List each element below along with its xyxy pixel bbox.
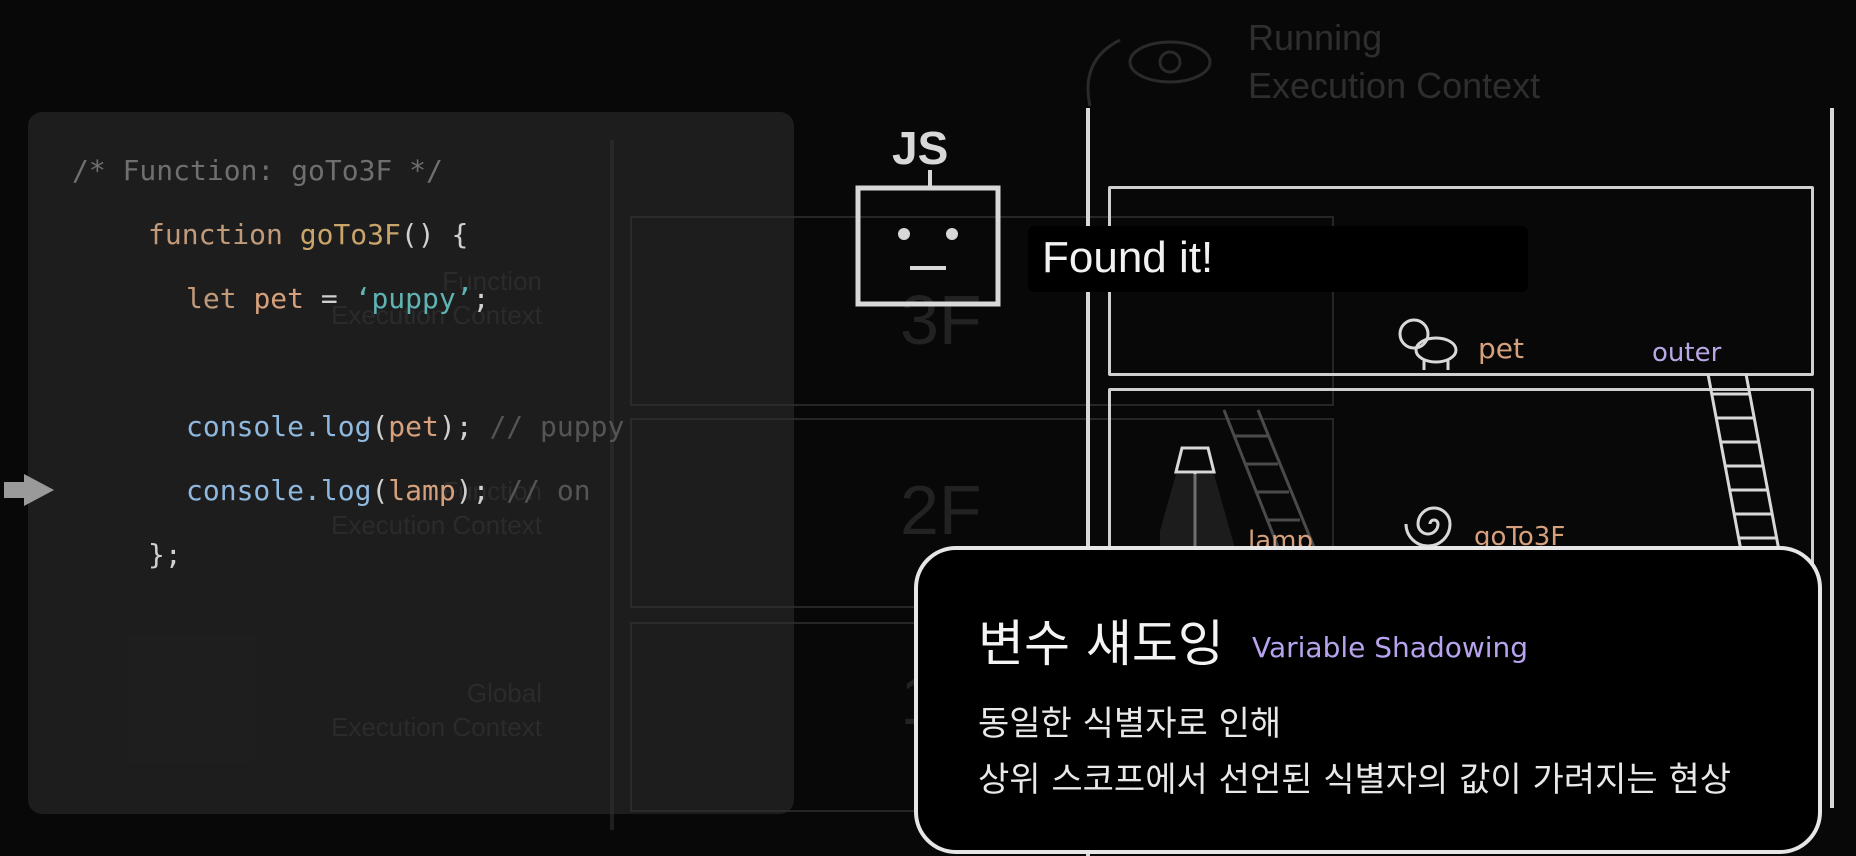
ladder-left-icon (1222, 409, 1318, 553)
speech-text: Found it! (1042, 233, 1214, 282)
bg-ctx-global: Global Execution Context (330, 678, 542, 742)
code-function-line: function goTo3F() { (148, 218, 469, 251)
building-right-wall (1830, 108, 1834, 808)
bg-ctx-function-top: Function Execution Context (330, 266, 542, 330)
card-subtitle: Variable Shadowing (1252, 631, 1529, 664)
spiral-icon (1404, 506, 1452, 548)
info-card (914, 546, 1822, 854)
card-line-2: 상위 스코프에서 선언된 식별자의 값이 가려지는 현상 (978, 760, 1732, 800)
building-left-wall (1086, 108, 1090, 856)
code-let-line: let pet = ‘puppy’; (186, 282, 490, 315)
js-badge: JS (892, 122, 948, 174)
code-log-pet-line: console.log(pet); // puppy (186, 410, 625, 443)
code-closing-line: }; (148, 538, 182, 571)
lamp-icon (1160, 446, 1236, 552)
bg-ctx-function-mid: Function Execution Context (330, 476, 542, 540)
card-line-1: 동일한 식별자로 인해 (978, 704, 1282, 744)
speech-bubble (1028, 226, 1528, 292)
eye-icon (1086, 38, 1212, 107)
outer-label: outer (1652, 338, 1722, 368)
js-robot-icon: JS (855, 122, 1001, 307)
card-title: 변수 섀도잉 (978, 615, 1224, 673)
running-context-label: Running Execution Context (1248, 17, 1541, 106)
code-log-lamp-line: console.log(lamp); // on (186, 474, 591, 507)
pet-label: pet (1478, 332, 1524, 365)
bg-floor-3-label: 3F (900, 281, 982, 359)
ladder-right-icon (1706, 373, 1782, 557)
code-panel (28, 112, 794, 814)
current-line-arrow-icon (24, 474, 54, 506)
dog-icon (1398, 318, 1458, 370)
code-comment: /* Function: goTo3F */ (72, 154, 443, 187)
current-line-arrow-tail (4, 482, 24, 498)
bg-floor-2-label: 2F (900, 471, 982, 549)
